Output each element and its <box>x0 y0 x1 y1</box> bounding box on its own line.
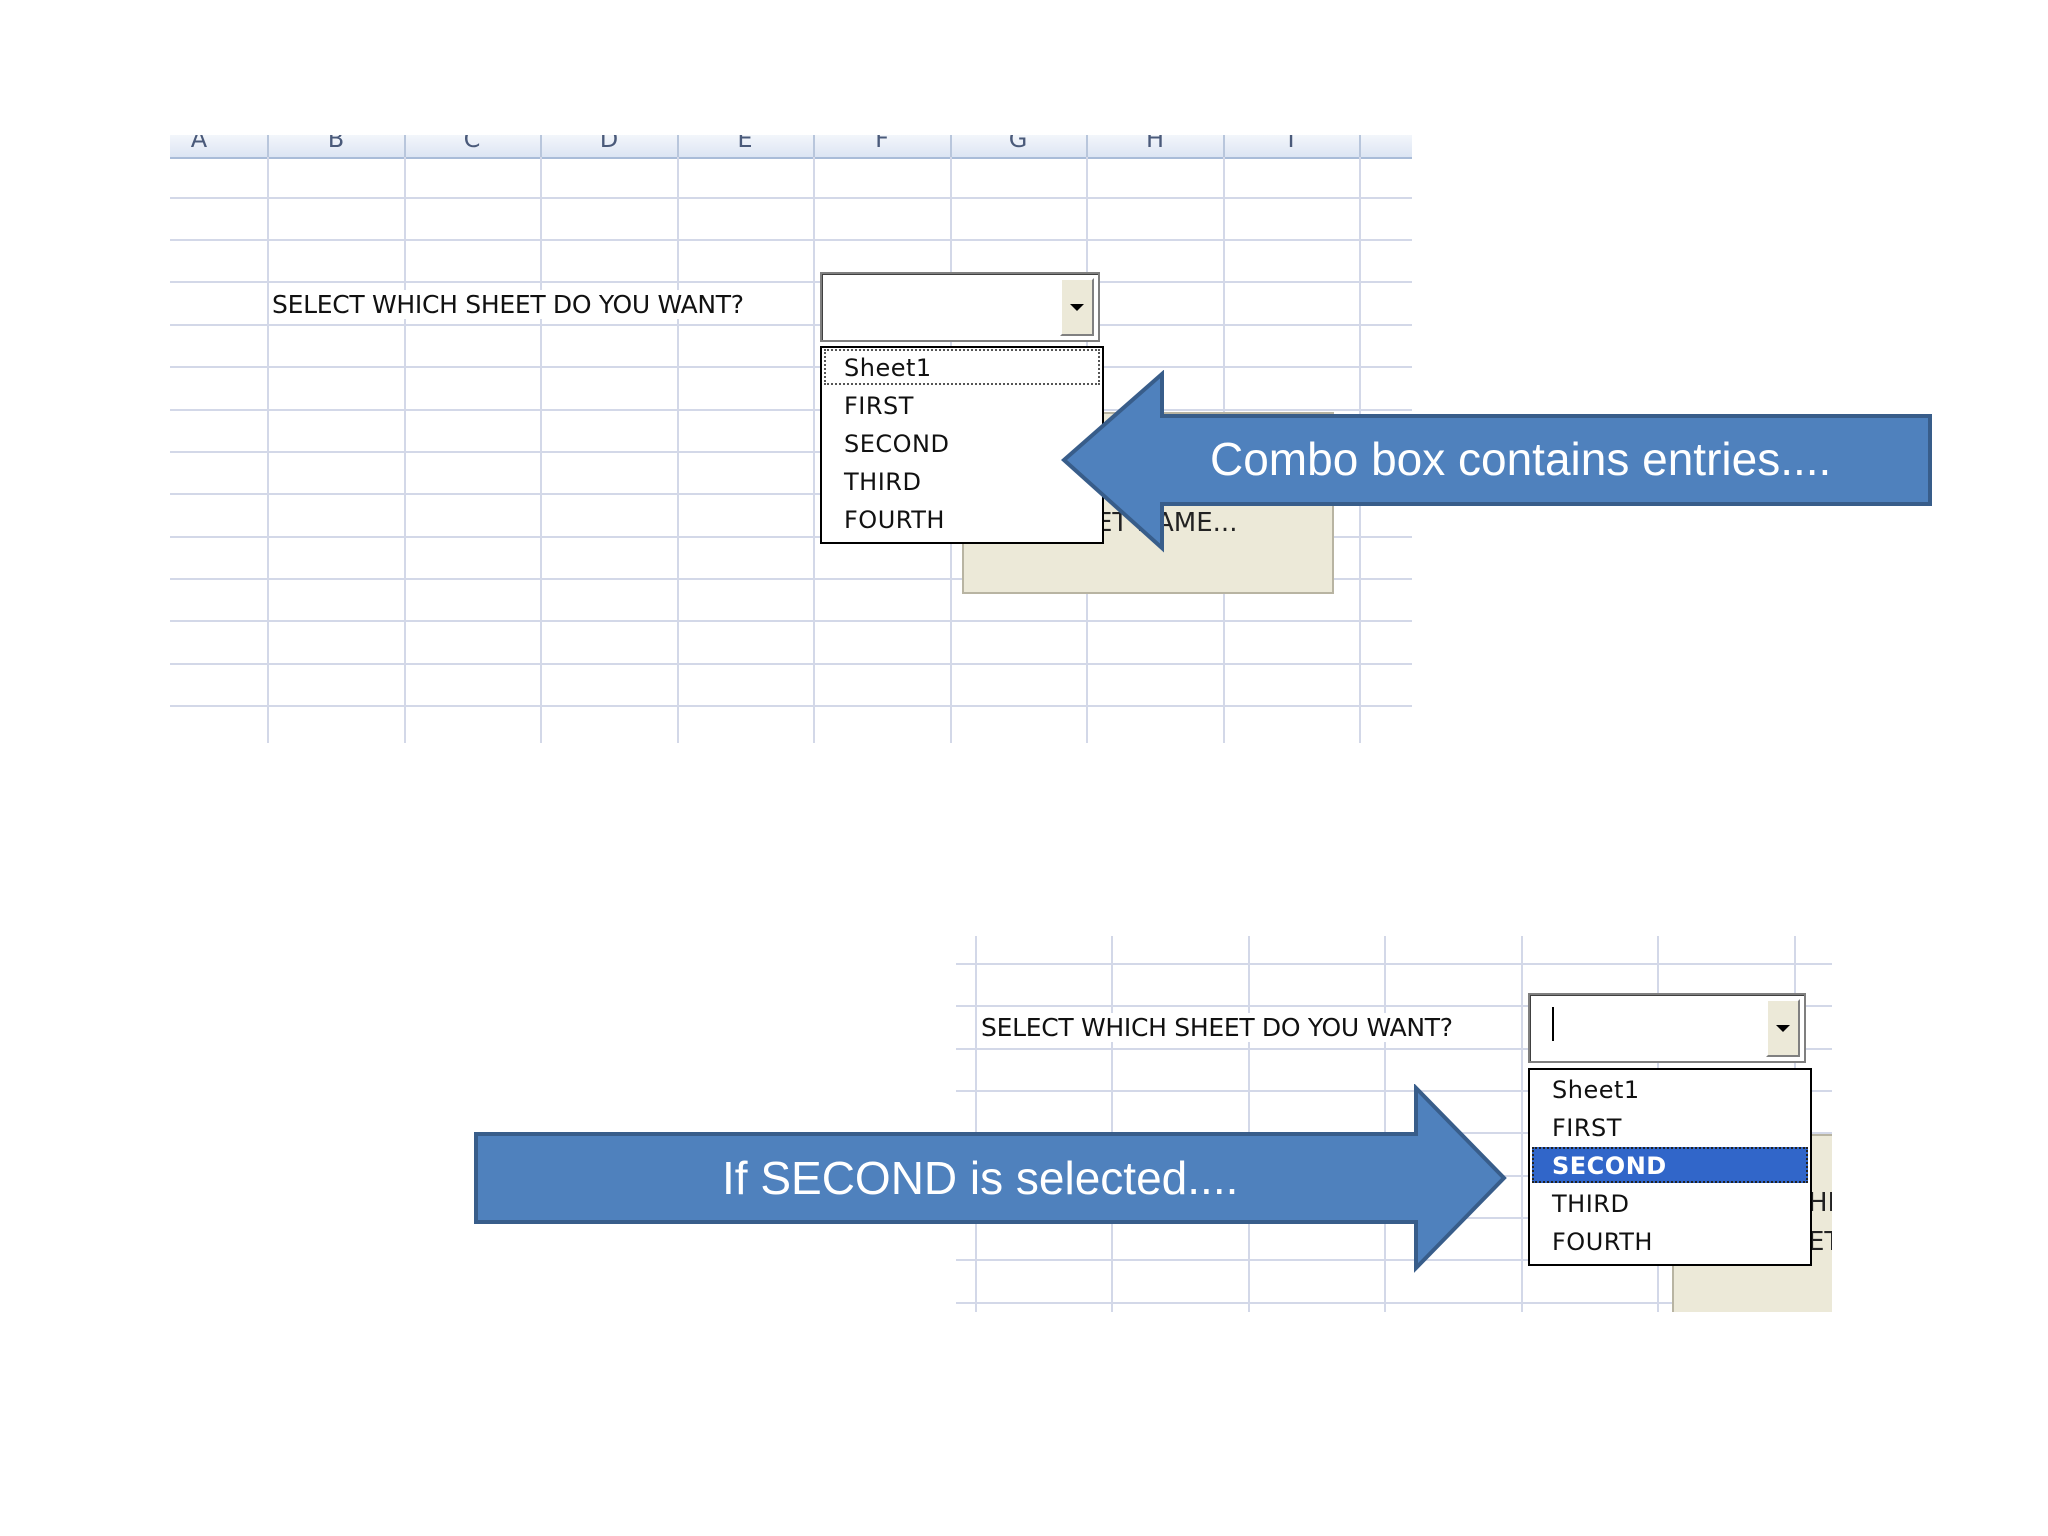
list-item-second[interactable]: SECOND <box>844 430 950 458</box>
column-header-g[interactable]: G <box>1008 135 1028 153</box>
combo-dropdown-button[interactable] <box>1766 999 1800 1057</box>
sheet-select-prompt: SELECT WHICH SHEET DO YOU WANT? <box>981 1013 1457 1042</box>
sheet-combo-box[interactable] <box>1528 993 1806 1063</box>
sheet-dropdown-list[interactable]: Sheet1 FIRST SECOND THIRD FOURTH <box>820 346 1104 544</box>
go-to-sheet-button-label: ET NAME... <box>1096 508 1238 538</box>
column-header-b[interactable]: B <box>327 135 345 153</box>
list-item-first[interactable]: FIRST <box>1552 1114 1622 1142</box>
column-header-i[interactable]: I <box>1287 135 1295 153</box>
list-item-sheet1[interactable]: Sheet1 <box>824 349 1100 385</box>
combo-dropdown-button[interactable] <box>1060 278 1094 336</box>
column-header-c[interactable]: C <box>463 135 481 153</box>
bottom-spreadsheet-screenshot: SELECT WHICH SHEET DO YOU WANT? HE ET Sh… <box>956 936 1832 1312</box>
column-header-row <box>170 135 1412 159</box>
column-header-f[interactable]: F <box>875 135 889 153</box>
list-item-sheet1[interactable]: Sheet1 <box>1552 1076 1640 1104</box>
chevron-down-icon <box>1776 1024 1790 1032</box>
list-item-first[interactable]: FIRST <box>844 392 914 420</box>
selection-callout-arrow <box>474 1084 1507 1273</box>
list-item-fourth[interactable]: FOURTH <box>844 506 945 534</box>
sheet-dropdown-list[interactable]: Sheet1 FIRST SECOND THIRD FOURTH <box>1528 1068 1812 1266</box>
sheet-select-prompt: SELECT WHICH SHEET DO YOU WANT? <box>272 290 748 319</box>
column-header-d[interactable]: D <box>599 135 619 153</box>
list-item-second[interactable]: SECOND <box>1532 1147 1808 1183</box>
go-to-sheet-button-label-line1: HE <box>1808 1188 1832 1218</box>
list-item-third[interactable]: THIRD <box>1552 1190 1630 1218</box>
column-header-e[interactable]: E <box>737 135 753 153</box>
list-item-third[interactable]: THIRD <box>844 468 922 496</box>
column-header-h[interactable]: H <box>1145 135 1165 153</box>
list-item-fourth[interactable]: FOURTH <box>1552 1228 1653 1256</box>
combo-box-callout-arrow <box>1060 370 1932 553</box>
sheet-combo-box[interactable] <box>820 272 1100 342</box>
chevron-down-icon <box>1070 303 1084 311</box>
combo-box-callout-text: Combo box contains entries.... <box>1210 433 1832 485</box>
go-to-sheet-button-label-line2: ET <box>1808 1227 1832 1257</box>
selection-callout-text: If SECOND is selected.... <box>722 1152 1239 1204</box>
column-header-a[interactable]: A <box>190 135 208 153</box>
text-caret <box>1552 1007 1554 1041</box>
